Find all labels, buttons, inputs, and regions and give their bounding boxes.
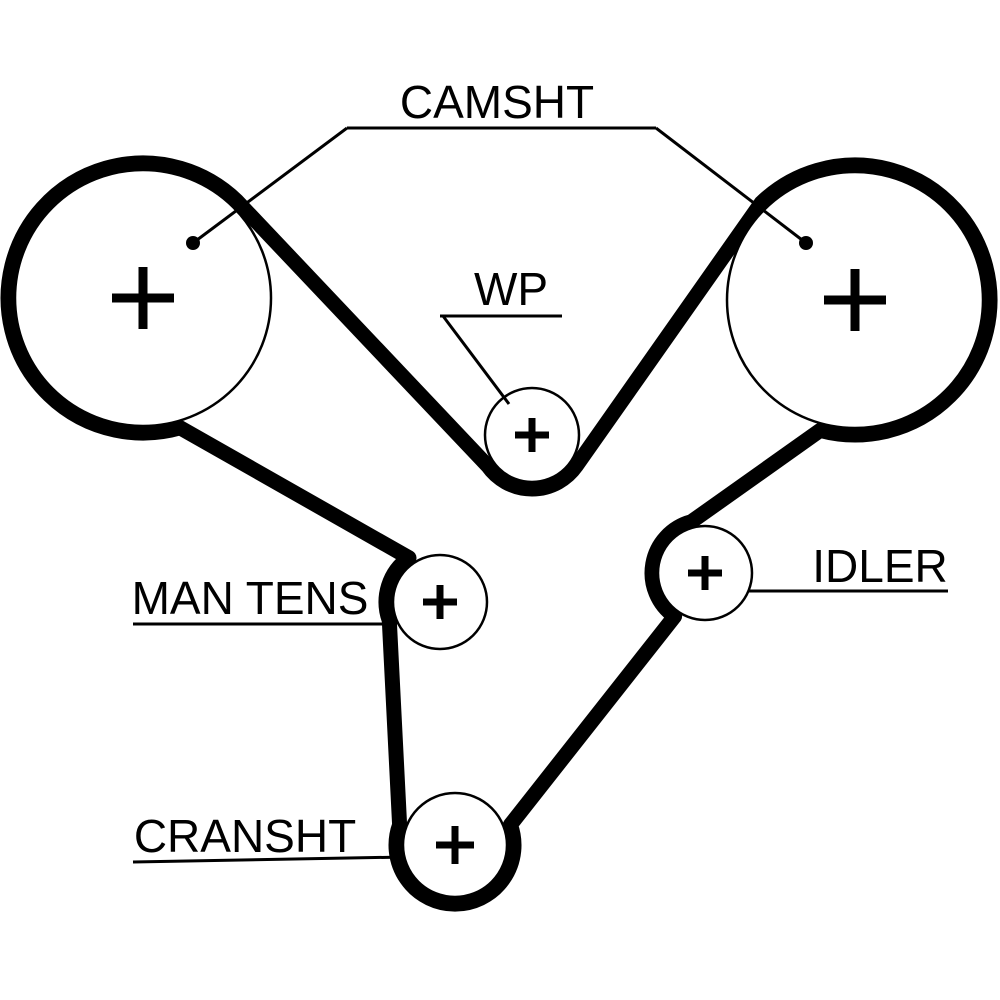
idler-label: IDLER	[812, 540, 947, 592]
camshaft-right-leader	[655, 126, 807, 245]
camshaft-left-leader	[192, 126, 348, 245]
water-pump-leader	[441, 315, 511, 405]
timing-belt	[0, 155, 998, 912]
manual-tensioner-label: MAN TENS	[132, 572, 369, 624]
crankshaft-leader	[132, 855, 406, 864]
water-pump-label: WP	[474, 263, 548, 315]
camshaft-label: CAMSHT	[400, 76, 594, 128]
crankshaft-label: CRANSHT	[134, 810, 356, 862]
